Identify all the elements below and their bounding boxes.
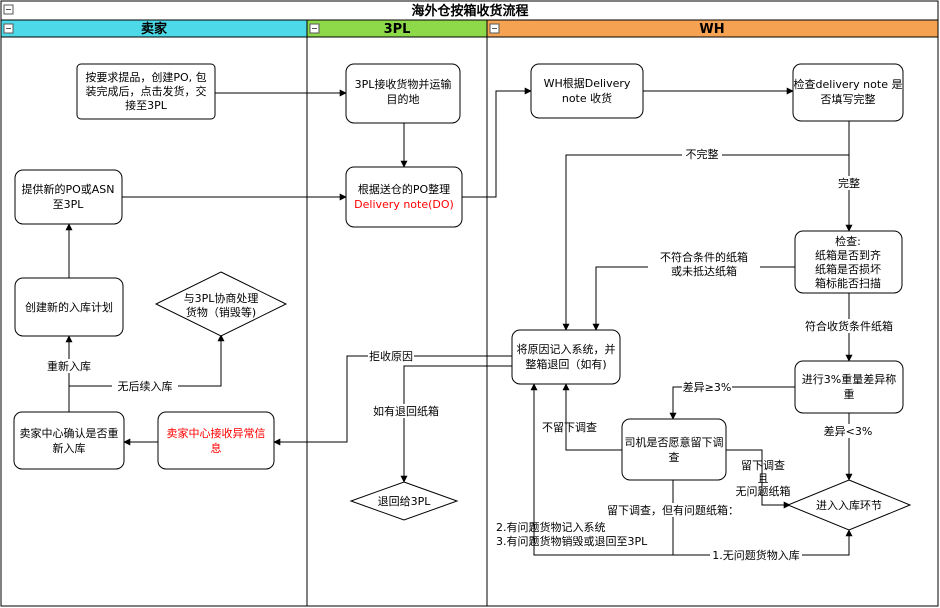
node-text: note 收货 — [562, 91, 612, 105]
lane-title-3pl: 3PL — [384, 22, 411, 37]
node-text: WH根据Delivery — [544, 76, 631, 90]
node-text: 否填写完整 — [821, 92, 876, 106]
node-s2[interactable]: 提供新的PO或ASN 至3PL — [14, 169, 123, 225]
node-text: 箱标能否扫描 — [815, 276, 881, 290]
node-text: 3PL接收货物并运输 — [355, 77, 452, 91]
edge-label-no-reinbound: 无后续入库 — [118, 379, 173, 393]
edge-label-stay-ok: 无问题纸箱 — [736, 484, 791, 498]
node-text: 货物（销毁等) — [186, 305, 256, 319]
node-text: 进入入库环节 — [816, 499, 882, 512]
node-text: 进行3%重量差异称 — [802, 372, 896, 386]
node-text: 接至3PL — [125, 99, 168, 112]
lane-title-wh: WH — [699, 22, 724, 37]
node-text: 卖家中心接收异常信 — [167, 426, 266, 440]
node-w5[interactable]: 进行3%重量差异称 重 — [794, 360, 904, 414]
node-s6[interactable]: 卖家中心接收异常信 息 — [157, 411, 275, 470]
edge-label-nonconform: 或未抵达纸箱 — [671, 264, 737, 278]
node-text: 根据送仓的PO整理 — [358, 182, 450, 196]
edge-label-record-problem: 2.有问题货物记入系统 — [496, 520, 606, 534]
node-w4[interactable]: 将原因记入系统，并 整箱退回（如有) — [511, 329, 621, 385]
edge-label-nonconform: 不符合条件的纸箱 — [660, 250, 748, 264]
edge-label-incomplete: 不完整 — [686, 147, 719, 161]
node-text: 检查: — [835, 234, 861, 248]
node-text: 至3PL — [53, 198, 85, 211]
node-text: 息 — [211, 441, 222, 455]
edge-label-destroy-problem: 3.有问题货物销毁或退回至3PL — [496, 534, 648, 548]
edge-label-diff-ge: 差异≥3% — [683, 380, 732, 394]
edge-w2-w4 — [562, 154, 849, 331]
node-text: 整箱退回（如有) — [525, 357, 606, 371]
edge-p2-w1 — [462, 87, 532, 198]
node-p1[interactable]: 3PL接收货物并运输 目的地 — [345, 63, 461, 124]
node-text: 卖家中心确认是否重 — [20, 426, 119, 440]
node-w6[interactable]: 司机是否愿意留下调 查 — [621, 418, 727, 481]
node-text: 按要求提品，创建PO, 包 — [85, 70, 206, 84]
node-text: Delivery note(DO) — [354, 198, 454, 211]
edge-label-stay-problem: 留下调查，但有问题纸箱： — [607, 503, 739, 517]
node-p2[interactable]: 根据送仓的PO整理 Delivery note(DO) — [345, 166, 463, 228]
edge-label-reinbound: 重新入库 — [47, 359, 91, 373]
node-text: 创建新的入库计划 — [25, 300, 113, 314]
node-w3[interactable]: 检查: 纸箱是否到齐 纸箱是否损坏 箱标能否扫描 — [794, 230, 903, 294]
node-w7[interactable]: 进入入库环节 — [786, 479, 912, 531]
node-w1[interactable]: WH根据Delivery note 收货 — [530, 63, 644, 119]
node-text: 将原因记入系统，并 — [517, 342, 616, 356]
node-text: 退回给3PL — [378, 495, 432, 508]
node-text: 纸箱是否到齐 — [815, 248, 881, 262]
edge-label-stay-ok: 留下调查 — [741, 458, 785, 472]
node-text: 目的地 — [387, 92, 420, 106]
edge-w6-w7 — [726, 449, 791, 509]
node-p3[interactable]: 退回给3PL — [349, 481, 459, 521]
node-text: 重 — [844, 387, 855, 401]
node-s4[interactable]: 与3PL协商处理 货物（销毁等) — [154, 271, 288, 337]
node-text: 司机是否愿意留下调 — [625, 435, 724, 449]
node-w2[interactable]: 检查delivery note 是 否填写完整 — [792, 63, 904, 122]
edge-w5-w6 — [669, 386, 795, 420]
edge-w4-s6 — [273, 355, 512, 446]
edge-label-stay-ok: 且 — [758, 472, 769, 485]
edge-label-reject-reason: 拒收原因 — [369, 349, 413, 363]
edge-w4-p3 — [400, 365, 512, 483]
node-text: 纸箱是否损坏 — [815, 262, 881, 276]
node-s1[interactable]: 按要求提品，创建PO, 包 装完成后，点击发货，交 接至3PL — [76, 63, 216, 120]
node-text: 新入库 — [53, 441, 86, 455]
node-text: 检查delivery note 是 — [794, 77, 903, 91]
edge-label-no-stay: 不留下调查 — [542, 420, 597, 434]
node-text: 与3PL协商处理 — [184, 291, 259, 305]
edge-w6-w4 — [562, 383, 622, 451]
edge-label-complete: 完整 — [838, 176, 860, 190]
edge-split-w4 — [530, 383, 673, 556]
node-text: 提供新的PO或ASN — [21, 182, 114, 196]
edge-label-conform: 符合收货条件纸箱 — [805, 319, 893, 333]
node-text: 装完成后，点击发货，交 — [86, 84, 207, 98]
node-s5[interactable]: 卖家中心确认是否重 新入库 — [13, 411, 125, 470]
edge-label-has-return: 如有退回纸箱 — [373, 404, 439, 418]
edge-label-diff-lt: 差异<3% — [824, 424, 873, 438]
diagram-title: 海外仓按箱收货流程 — [411, 3, 528, 19]
node-s3[interactable]: 创建新的入库计划 — [14, 277, 124, 337]
lane-title-seller: 卖家 — [141, 21, 168, 37]
edge-label-no-problem-in: 1.无问题货物入库 — [712, 548, 800, 562]
node-text: 查 — [669, 450, 680, 464]
